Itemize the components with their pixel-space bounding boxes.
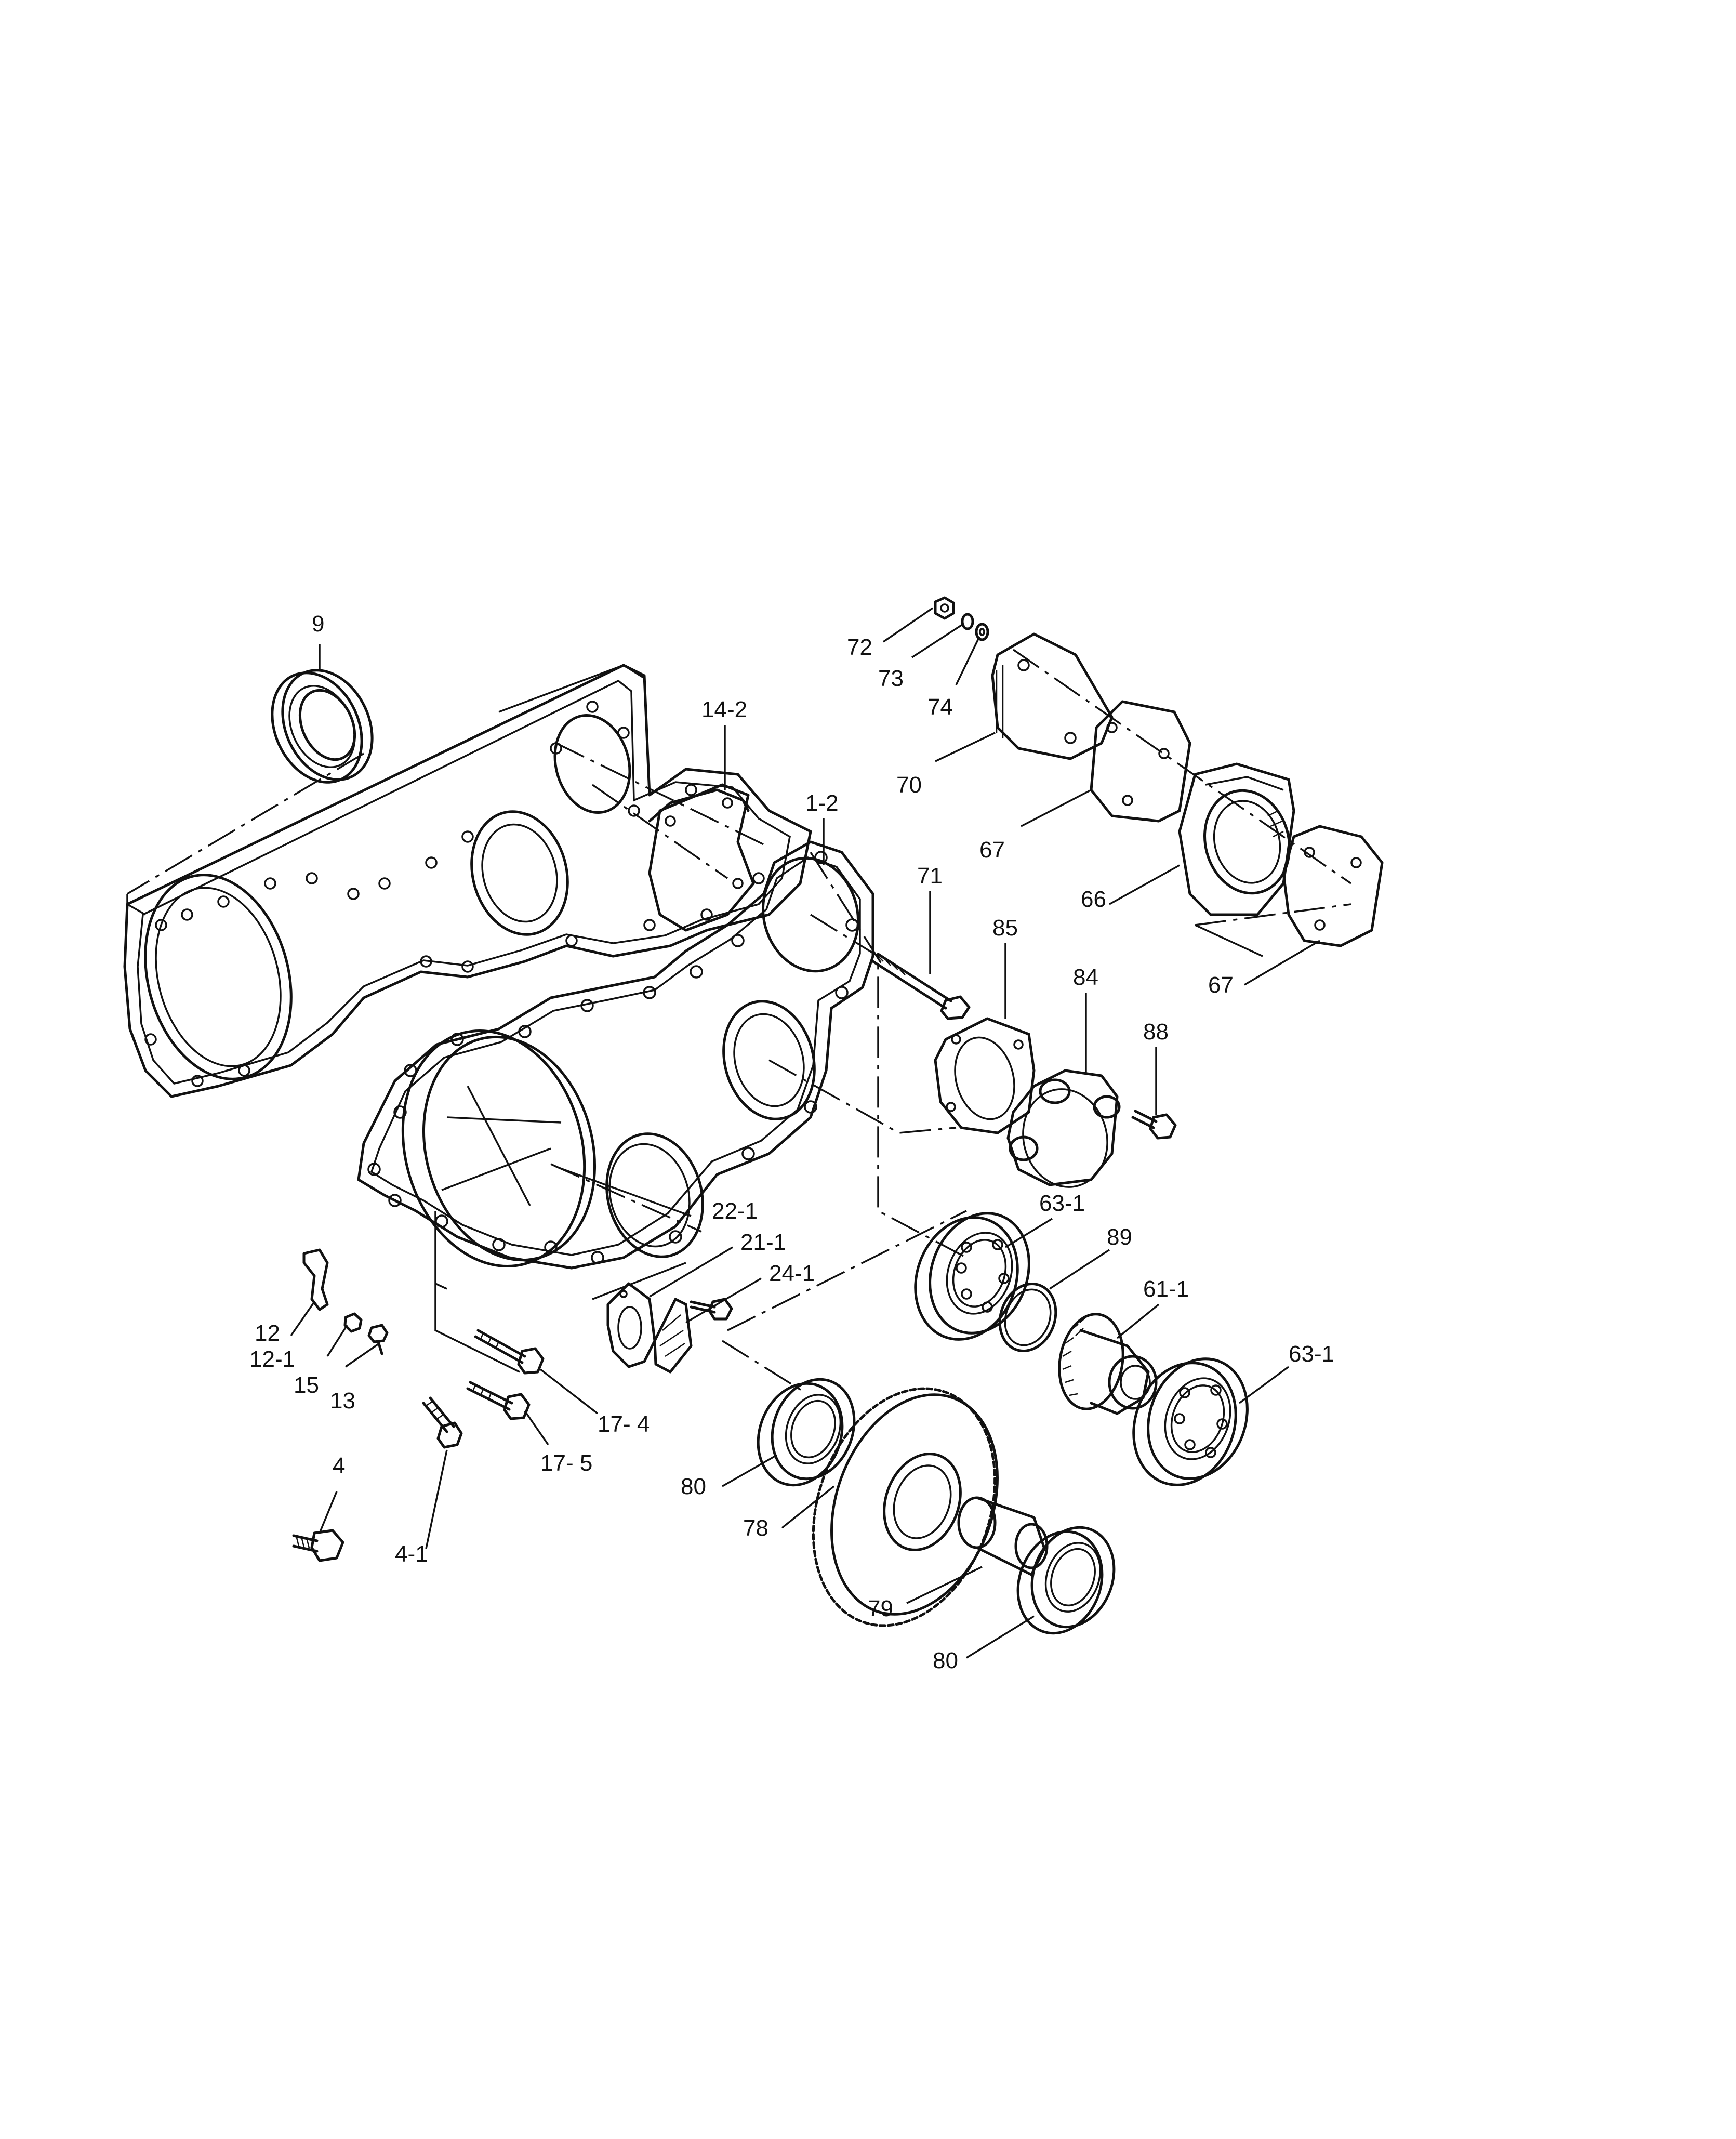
label-22-1: 22-1: [712, 1198, 758, 1224]
part-73-washer: [961, 613, 974, 630]
label-73: 73: [878, 666, 904, 691]
label-80-left: 80: [681, 1474, 706, 1499]
label-17-5: 17- 5: [540, 1450, 592, 1476]
part-80-bearing-right: [1016, 1526, 1116, 1635]
part-1-2-front-cover: [357, 840, 874, 1270]
part-4-1-bolt: [422, 1396, 463, 1449]
label-78: 78: [743, 1515, 768, 1541]
part-88-bolt: [1131, 1110, 1177, 1140]
part-22-1-gasket: [606, 1282, 656, 1368]
label-67-upper: 67: [979, 837, 1005, 863]
label-79: 79: [868, 1596, 893, 1621]
part-89-snap-ring: [998, 1282, 1057, 1353]
label-85: 85: [992, 915, 1018, 941]
part-72-nut: [934, 596, 955, 620]
label-4-1: 4-1: [395, 1541, 428, 1567]
part-67-gasket-upper: [1090, 700, 1191, 823]
label-17-4: 17- 4: [598, 1411, 650, 1437]
part-80-bearing-left: [757, 1378, 856, 1487]
part-66-spacer-housing: [1178, 762, 1295, 916]
label-89: 89: [1107, 1224, 1132, 1250]
part-17-5-bolt: [466, 1381, 531, 1420]
part-63-1-bearing-upper: [914, 1212, 1030, 1341]
part-71-stud-bolt: [871, 953, 971, 1020]
part-21-1-plate: [653, 1298, 693, 1374]
label-61-1: 61-1: [1143, 1276, 1189, 1302]
part-4-bolt: [292, 1529, 344, 1562]
part-84-cover: [1006, 1069, 1121, 1188]
label-88: 88: [1143, 1019, 1169, 1045]
part-17-4-bolt: [474, 1329, 545, 1375]
leader-lines: [290, 607, 1320, 1659]
part-63-1-bearing-lower: [1132, 1357, 1249, 1486]
part-85-gasket: [934, 1017, 1036, 1134]
part-70-cover-plate: [991, 632, 1114, 760]
group-brackets: [126, 664, 1263, 1373]
timing-gear-case-gasket: [123, 664, 812, 1098]
label-15: 15: [294, 1372, 319, 1398]
label-21-1: 21-1: [740, 1230, 786, 1255]
label-4: 4: [333, 1453, 345, 1478]
part-78-large-gear: [812, 1387, 999, 1627]
label-72: 72: [847, 635, 872, 660]
label-63-1-lower: 63-1: [1289, 1341, 1334, 1367]
part-labels: 9 14-2 1-2 72 73 74 70 67 66 67 71 85 84…: [249, 611, 1334, 1673]
label-14-2: 14-2: [701, 697, 747, 722]
label-12: 12: [255, 1321, 280, 1346]
label-12-1: 12-1: [249, 1346, 295, 1372]
part-9-oil-seal: [271, 669, 374, 784]
part-67-gasket-lower: [1282, 825, 1384, 947]
label-74: 74: [927, 694, 953, 720]
label-67-lower: 67: [1208, 972, 1234, 998]
part-15-nut: [343, 1312, 363, 1333]
part-14-2-gasket: [648, 783, 755, 932]
label-70: 70: [896, 772, 922, 798]
label-80-right: 80: [933, 1648, 958, 1673]
label-71: 71: [917, 863, 943, 889]
part-61-1-idler-gear: [1058, 1313, 1158, 1415]
alignment-lines: [127, 649, 1351, 1394]
label-24-1: 24-1: [769, 1261, 815, 1286]
label-13: 13: [330, 1388, 355, 1414]
label-66: 66: [1081, 887, 1106, 912]
part-74-washer: [975, 623, 989, 641]
part-12-bracket: [302, 1248, 329, 1311]
label-1-2: 1-2: [805, 790, 839, 816]
label-84: 84: [1073, 965, 1098, 990]
label-9: 9: [312, 611, 324, 637]
label-63-1-upper: 63-1: [1039, 1191, 1085, 1216]
